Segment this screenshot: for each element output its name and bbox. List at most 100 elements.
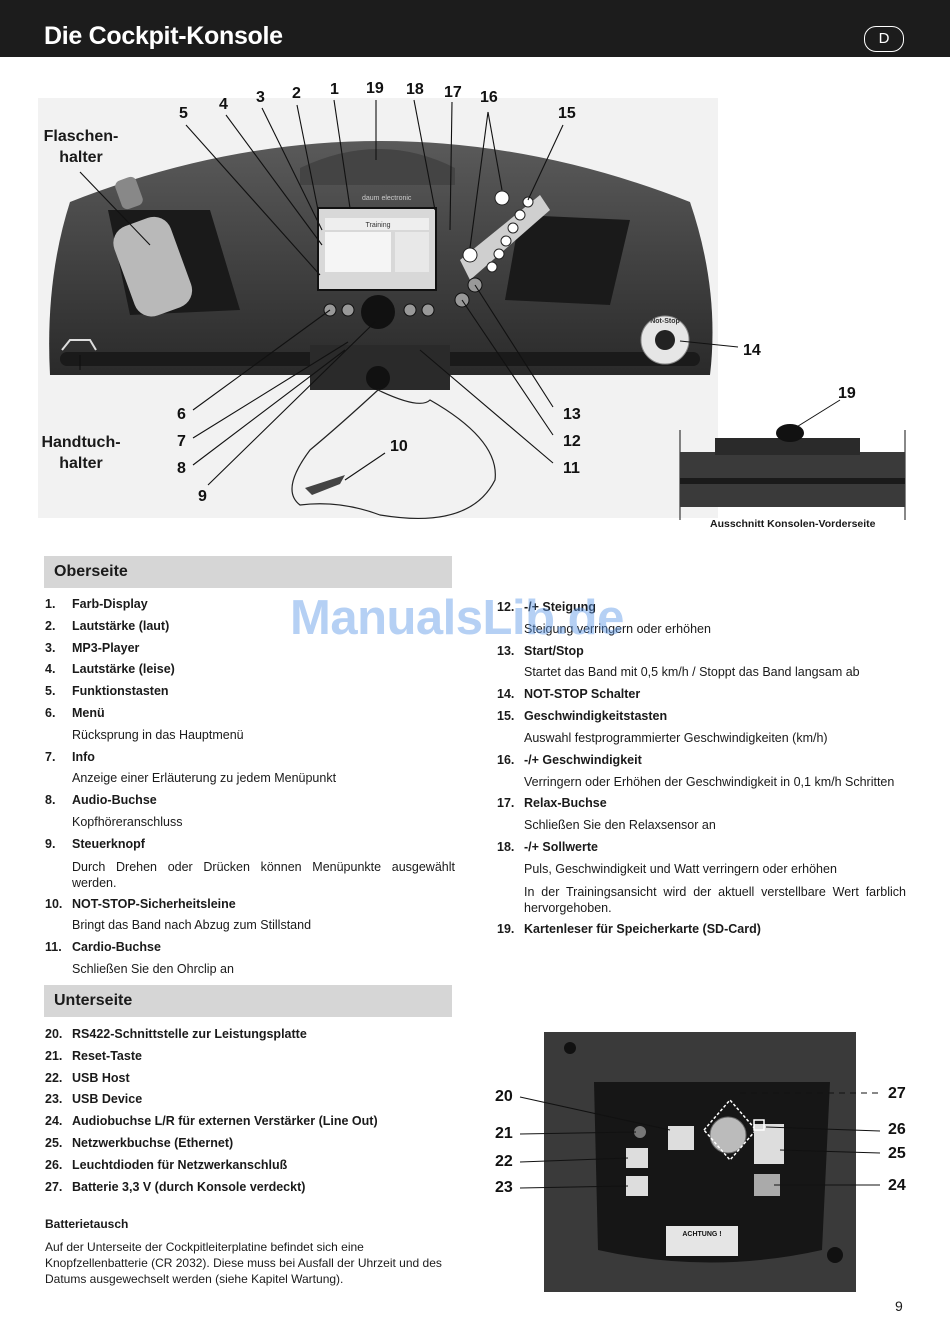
item-title: RS422-Schnittstelle zur Leistungsplatte — [72, 1027, 307, 1041]
display-title: Training — [365, 222, 390, 229]
callout-13: 13 — [563, 406, 581, 423]
callout-6: 6 — [177, 406, 186, 423]
list-item: 5.Funktionstasten — [45, 681, 455, 703]
usb-host-port — [626, 1148, 648, 1168]
list-item: 4. Lautstärke (leise) — [45, 659, 455, 681]
item-description: Durch Drehen oder Drücken können Menüpun… — [72, 859, 455, 890]
item-title: Relax-Buchse — [524, 796, 607, 811]
callout-19: 19 — [366, 80, 384, 97]
item-title: Info — [72, 749, 95, 764]
battery-cell — [709, 1116, 747, 1154]
item-number: 26. — [45, 1157, 63, 1172]
item-title: Menü — [72, 705, 105, 720]
item-number: 20. — [45, 1027, 63, 1041]
callout-25: 25 — [888, 1145, 906, 1162]
item-number: 14. — [497, 687, 515, 702]
callout-4: 4 — [219, 96, 228, 113]
list-item: 2. Lautstärke (laut) — [45, 616, 455, 638]
callout-17: 17 — [444, 84, 462, 101]
callout-23: 23 — [495, 1179, 513, 1196]
item-number: 19. — [497, 921, 515, 936]
towel-holder-label: Handtuch-halter — [41, 434, 121, 472]
oberseite-list-left: 1.Farb-Display 2. Lautstärke (laut) 3. MP3-P… — [45, 594, 455, 981]
callout-19-inset: 19 — [838, 385, 856, 402]
page-header: Die Cockpit-Konsole D — [0, 0, 950, 57]
item-title: Farb-Display — [72, 597, 148, 611]
callout-12: 12 — [563, 433, 581, 450]
towel-hook-icon — [61, 339, 97, 351]
callout-22: 22 — [495, 1153, 513, 1170]
bottle-icon — [113, 176, 193, 317]
list-item: 24. Audiobuchse L/R für externen Verstärk… — [45, 1111, 455, 1133]
item-number: 16. — [497, 752, 515, 767]
item-title: USB Device — [72, 1092, 143, 1107]
item-number: 2. — [45, 618, 56, 633]
page-number: 9 — [895, 1298, 903, 1314]
item-title: Audiobuchse L/R für externen Verstärker … — [72, 1114, 378, 1129]
item-number: 3. — [45, 640, 56, 655]
item-title: Funktionstasten — [72, 684, 169, 699]
item-title: Lautstärke (laut) — [72, 618, 170, 633]
item-description: Bringt das Band nach Abzug zum Stillstan… — [72, 918, 312, 933]
item-title: Steuerknopf — [72, 836, 145, 851]
list-item: 26. Leuchtdioden für Netzwerkanschluß — [45, 1155, 455, 1177]
item-title: -/+ Steigung — [524, 600, 596, 614]
callout-20: 20 — [495, 1088, 513, 1105]
item-number: 24. — [45, 1114, 63, 1129]
callout-10: 10 — [390, 438, 408, 455]
speed-plus-key[interactable] — [494, 190, 510, 206]
callout-27: 27 — [888, 1085, 906, 1102]
console-front-inset — [679, 399, 906, 520]
item-title: Audio-Buchse — [72, 793, 157, 808]
item-number: 17. — [497, 796, 515, 811]
reset-button[interactable] — [634, 1126, 646, 1138]
section-oberseite: Oberseite — [44, 556, 452, 588]
callout-2: 2 — [292, 85, 301, 102]
item-number: 10. — [45, 896, 63, 911]
control-knob[interactable] — [361, 295, 395, 329]
item-number: 11. — [45, 940, 62, 955]
section-unterseite: Unterseite — [44, 985, 452, 1017]
item-title: Leuchtdioden für Netzwerkanschluß — [72, 1157, 288, 1172]
underside-photo: ACHTUNG ! 20 21 22 23 27 26 25 24 — [490, 1030, 910, 1295]
list-item: 3. MP3-Player — [45, 638, 455, 660]
list-item: 20. RS422-Schnittstelle zur Leistungsplat… — [45, 1024, 455, 1046]
item-description: Rücksprung in das Hauptmenü — [72, 727, 244, 742]
callout-24: 24 — [888, 1177, 906, 1194]
callout-3: 3 — [256, 89, 265, 106]
warning-title: ACHTUNG ! — [682, 1231, 721, 1238]
list-item: 25.Netzwerkbuchse (Ethernet) — [45, 1133, 455, 1155]
item-number: 4. — [45, 662, 56, 677]
item-description: Puls, Geschwindigkeit und Watt verringer… — [524, 861, 837, 876]
callout-21: 21 — [495, 1125, 513, 1142]
callout-14: 14 — [743, 342, 761, 359]
speed-minus-key[interactable] — [462, 247, 478, 263]
list-item: 27.Batterie 3,3 V (durch Konsole verdeck… — [45, 1177, 455, 1199]
item-number: 9. — [45, 836, 56, 851]
item-description-extra: In der Trainingsansicht wird der aktuell… — [524, 884, 906, 915]
item-number: 7. — [45, 749, 56, 764]
item-title: USB Host — [72, 1070, 130, 1085]
console-illustration: Training daum electronic Not-Stop — [38, 98, 906, 520]
item-number: 27. — [45, 1179, 63, 1194]
emergency-magnet — [366, 366, 390, 390]
battery-text: Auf der Unterseite der Cockpitleiterplat… — [45, 1240, 442, 1286]
item-description: Steigung verringern oder erhöhen — [524, 621, 711, 636]
item-title: Lautstärke (leise) — [72, 662, 175, 677]
item-title: NOT-STOP Schalter — [524, 687, 641, 702]
item-title: Kartenleser für Speicherkarte (SD-Card) — [524, 921, 761, 936]
callout-18: 18 — [406, 81, 424, 98]
callout-1: 1 — [330, 81, 339, 98]
item-title: MP3-Player — [72, 640, 140, 655]
callout-15: 15 — [558, 105, 576, 122]
safety-cord — [291, 389, 496, 520]
bottle-holder-label: Flaschen-halter — [43, 128, 119, 166]
item-description: Anzeige einer Erläuterung zu jedem Menüp… — [72, 771, 337, 786]
list-item: 1.Farb-Display — [45, 594, 455, 616]
